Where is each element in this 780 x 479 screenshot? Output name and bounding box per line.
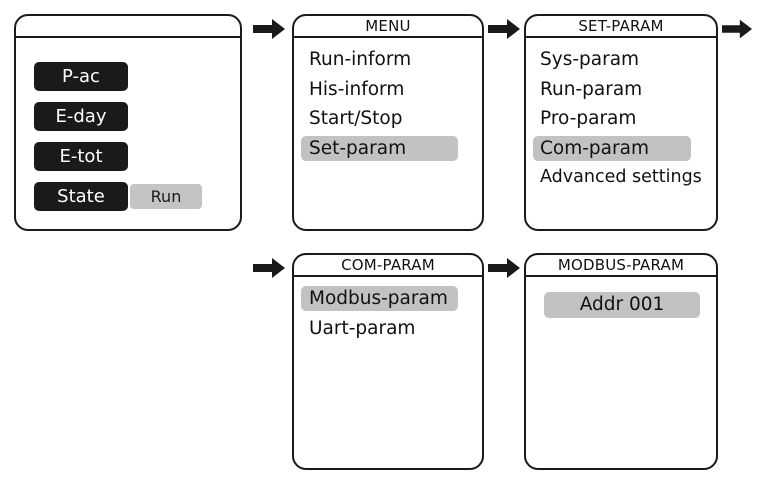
modbus-param-screen: MODBUS-PARAM Addr 001 bbox=[524, 253, 718, 470]
menu-item-set-param[interactable]: Set-param bbox=[301, 135, 458, 161]
state-value: Run bbox=[130, 184, 202, 209]
menu-list: Run-inform His-inform Start/Stop Set-par… bbox=[294, 47, 482, 165]
e-tot-label: E-tot bbox=[34, 142, 128, 171]
right-arrow-icon bbox=[488, 19, 520, 39]
set-param-screen-title: SET-PARAM bbox=[526, 16, 716, 38]
menu-item-com-param[interactable]: Com-param bbox=[533, 135, 691, 161]
com-param-list: Modbus-param Uart-param bbox=[294, 286, 482, 345]
menu-screen-title: MENU bbox=[294, 16, 482, 38]
right-arrow-icon bbox=[253, 19, 285, 39]
menu-item-advanced-settings[interactable]: Advanced settings bbox=[540, 167, 702, 187]
menu-item-pro-param[interactable]: Pro-param bbox=[540, 108, 637, 129]
e-day-label: E-day bbox=[34, 102, 128, 131]
set-param-screen: SET-PARAM Sys-param Run-param Pro-param … bbox=[524, 14, 718, 231]
menu-item-modbus-param[interactable]: Modbus-param bbox=[301, 286, 458, 311]
menu-item-run-param[interactable]: Run-param bbox=[540, 78, 643, 100]
com-param-screen: COM-PARAM Modbus-param Uart-param bbox=[292, 253, 484, 470]
menu-screen: MENU Run-inform His-inform Start/Stop Se… bbox=[292, 14, 484, 231]
home-screen: P-ac E-day E-tot State Run bbox=[14, 14, 242, 231]
home-screen-header bbox=[16, 16, 240, 38]
modbus-param-screen-title: MODBUS-PARAM bbox=[526, 255, 716, 277]
menu-item-his-inform[interactable]: His-inform bbox=[309, 78, 405, 100]
set-param-list: Sys-param Run-param Pro-param Com-param … bbox=[526, 47, 716, 195]
right-arrow-icon bbox=[253, 258, 285, 278]
modbus-address-field[interactable]: Addr 001 bbox=[544, 292, 700, 318]
right-arrow-icon bbox=[722, 19, 752, 39]
menu-item-sys-param[interactable]: Sys-param bbox=[540, 49, 640, 70]
menu-item-run-inform[interactable]: Run-inform bbox=[309, 49, 412, 70]
right-arrow-icon bbox=[488, 258, 520, 278]
p-ac-label: P-ac bbox=[34, 62, 128, 91]
menu-item-uart-param[interactable]: Uart-param bbox=[309, 317, 416, 339]
state-label: State bbox=[34, 182, 128, 211]
com-param-screen-title: COM-PARAM bbox=[294, 255, 482, 277]
menu-item-start-stop[interactable]: Start/Stop bbox=[309, 108, 403, 129]
